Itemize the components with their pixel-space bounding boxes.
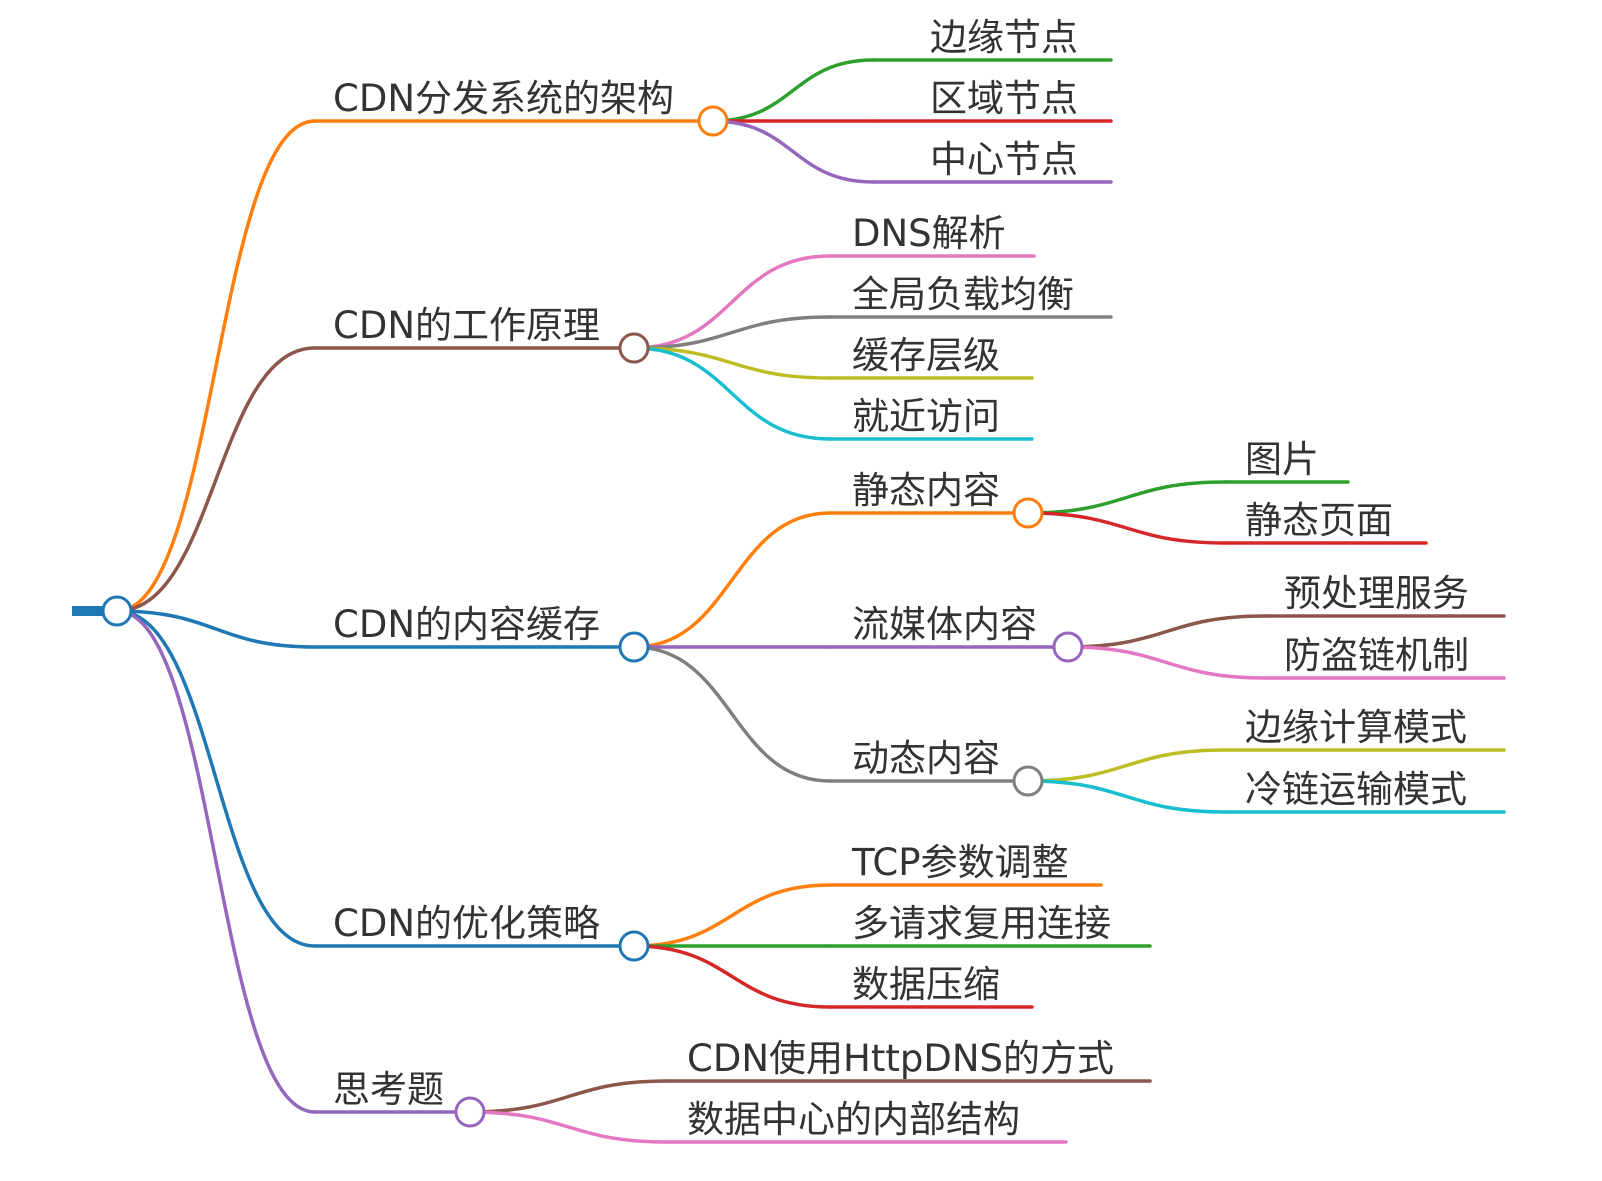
edge-2-1-1 — [1066, 645, 1267, 680]
node-label-4-1: 数据中心的内部结构 — [687, 1098, 1020, 1141]
node-label-2-0: 静态内容 — [852, 469, 1000, 512]
edge-3-2 — [632, 944, 832, 1009]
edge-1-0 — [632, 254, 832, 350]
edge-4-0 — [468, 1079, 669, 1114]
node-label-0: CDN分发系统的架构 — [333, 77, 674, 120]
node-label-1-2: 缓存层级 — [852, 334, 1000, 377]
node-label-2-1: 流媒体内容 — [852, 603, 1037, 646]
node-label-0-1: 区域节点 — [930, 77, 1078, 120]
node-toggle-1[interactable] — [618, 332, 650, 364]
edge-3 — [115, 609, 317, 948]
node-toggle-4[interactable] — [454, 1096, 486, 1128]
node-toggle-2[interactable] — [618, 631, 650, 663]
node-label-1-3: 就近访问 — [852, 395, 1000, 438]
node-label-2-0-0: 图片 — [1245, 438, 1319, 481]
node-label-2-2: 动态内容 — [852, 737, 1000, 780]
edge-2-0-1 — [1026, 511, 1227, 545]
edge-0-0 — [711, 58, 875, 123]
edge-4 — [115, 609, 317, 1114]
edge-2-0 — [632, 511, 832, 649]
node-label-2-1-0: 预处理服务 — [1284, 572, 1469, 615]
node-label-2-0-1: 静态页面 — [1245, 499, 1393, 542]
edge-2-2-0 — [1026, 748, 1227, 783]
node-label-4-0: CDN使用HttpDNS的方式 — [687, 1037, 1114, 1080]
edge-2-2-1 — [1026, 779, 1227, 814]
node-toggle-2-1[interactable] — [1052, 631, 1084, 663]
edge-2-2 — [632, 645, 832, 783]
mindmap-node-circles — [101, 105, 1084, 1128]
node-toggle-2-2[interactable] — [1012, 765, 1044, 797]
edge-4-1 — [468, 1110, 669, 1144]
root-node-toggle[interactable] — [101, 595, 133, 627]
edge-2-1-0 — [1066, 614, 1267, 649]
node-label-1: CDN的工作原理 — [333, 304, 600, 347]
edge-2-0-0 — [1026, 480, 1227, 515]
node-label-3: CDN的优化策略 — [333, 902, 600, 945]
node-label-3-0: TCP参数调整 — [851, 841, 1069, 884]
node-label-2: CDN的内容缓存 — [333, 603, 600, 646]
node-toggle-3[interactable] — [618, 930, 650, 962]
edge-1-3 — [632, 346, 832, 441]
node-label-0-0: 边缘节点 — [930, 16, 1078, 59]
edge-0-2 — [711, 119, 875, 184]
edge-1 — [115, 346, 317, 613]
edge-1-1 — [632, 315, 832, 350]
node-label-3-2: 数据压缩 — [852, 963, 1000, 1006]
node-label-2-1-1: 防盗链机制 — [1284, 634, 1469, 677]
edge-3-0 — [632, 883, 832, 948]
node-label-1-0: DNS解析 — [852, 212, 1006, 255]
node-toggle-0[interactable] — [697, 105, 729, 137]
node-label-2-2-1: 冷链运输模式 — [1245, 768, 1467, 811]
node-label-4: 思考题 — [333, 1068, 444, 1111]
mindmap-edges — [72, 58, 1506, 1144]
node-label-3-1: 多请求复用连接 — [852, 902, 1111, 945]
node-label-0-2: 中心节点 — [930, 138, 1078, 181]
edge-2 — [115, 609, 317, 649]
node-label-1-1: 全局负载均衡 — [852, 273, 1074, 316]
edge-1-2 — [632, 346, 832, 380]
edge-0 — [115, 119, 317, 613]
node-toggle-2-0[interactable] — [1012, 497, 1044, 529]
node-label-2-2-0: 边缘计算模式 — [1245, 706, 1467, 749]
